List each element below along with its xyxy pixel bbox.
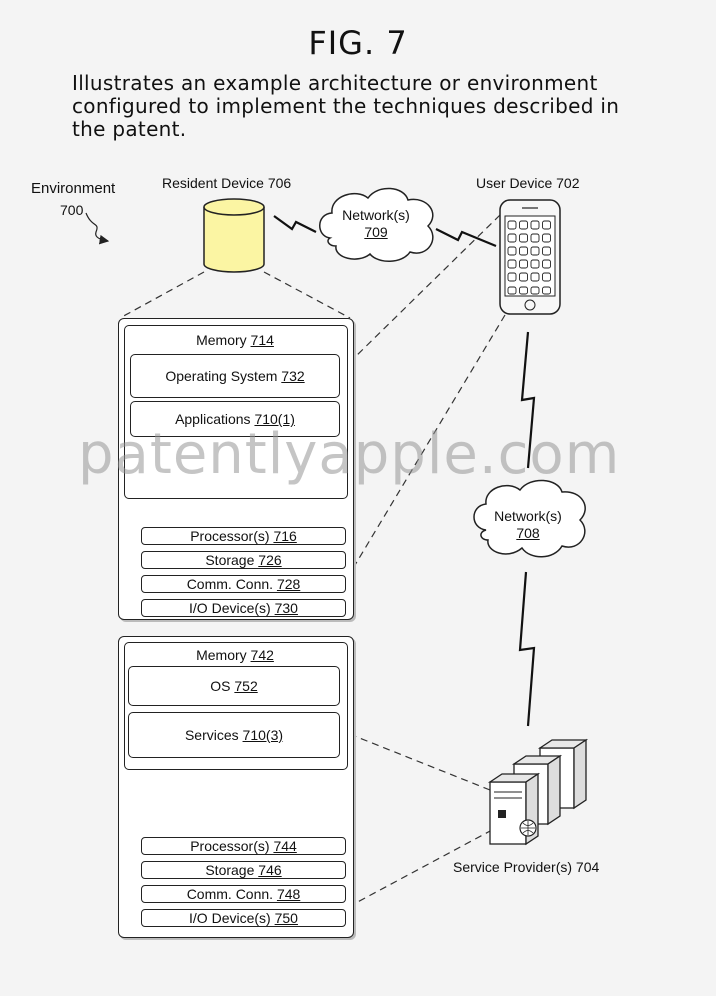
phone-app-icon	[519, 246, 528, 256]
phone-app-icon	[507, 246, 517, 256]
resident-storage-bar: Storage 726	[141, 551, 346, 569]
service-provider-label: Service Provider(s) 704	[453, 859, 600, 875]
environment-label: Environment	[31, 180, 116, 197]
phone-dock-icon	[519, 286, 528, 295]
phone-app-icon	[530, 246, 540, 256]
wireless-link-bolt	[273, 215, 317, 233]
phone-app-icon	[530, 220, 540, 230]
user-device-phone-icon	[499, 199, 561, 315]
phone-app-icon	[507, 272, 517, 282]
phone-app-icon	[507, 220, 517, 230]
provider-processor-bar: Processor(s) 744	[141, 837, 346, 855]
phone-app-icon	[507, 233, 517, 243]
phone-app-icon	[519, 272, 528, 282]
phone-app-icon	[542, 272, 551, 282]
resident-memory-label: Memory 714	[196, 332, 274, 348]
phone-app-icon	[542, 233, 551, 243]
wireless-link-bolt	[518, 571, 536, 727]
phone-app-icon	[542, 259, 551, 269]
phone-dock-icon	[530, 286, 540, 295]
network-cloud-icon	[319, 187, 434, 262]
service-provider-server-icon	[487, 738, 589, 846]
figure-caption: Illustrates an example architecture or e…	[72, 71, 620, 141]
phone-app-icon	[542, 220, 551, 230]
resident-io-bar: I/O Device(s) 730	[141, 599, 346, 617]
phone-app-icon	[530, 233, 540, 243]
resident-device-label: Resident Device 706	[162, 175, 292, 191]
wireless-link-bolt	[520, 331, 536, 469]
environment-pointer	[85, 212, 110, 245]
phone-app-icon	[530, 272, 540, 282]
network-709-label: Network(s) 709	[342, 207, 410, 240]
phone-app-icon	[507, 259, 517, 269]
phone-dock-icon	[507, 286, 517, 295]
user-device-label: User Device 702	[476, 175, 580, 191]
phone-app-icon	[519, 259, 528, 269]
phone-app-icon	[519, 233, 528, 243]
phone-app-icon	[530, 259, 540, 269]
network-cloud-icon	[473, 479, 586, 558]
provider-os-box: OS 752	[128, 666, 340, 706]
provider-storage-bar: Storage 746	[141, 861, 346, 879]
network-708-label: Network(s) 708	[494, 508, 562, 541]
phone-app-icon	[542, 246, 551, 256]
provider-io-bar: I/O Device(s) 750	[141, 909, 346, 927]
resident-processor-bar: Processor(s) 716	[141, 527, 346, 545]
phone-app-grid	[507, 220, 551, 295]
environment-number: 700	[60, 202, 84, 218]
resident-comm-bar: Comm. Conn. 728	[141, 575, 346, 593]
wireless-link-bolt	[435, 228, 497, 248]
provider-memory-label: Memory 742	[196, 647, 274, 663]
resident-device-cylinder-icon	[203, 198, 265, 273]
phone-app-icon	[519, 220, 528, 230]
provider-services-box: Services 710(3)	[128, 712, 340, 758]
resident-os-box: Operating System 732	[130, 354, 340, 398]
phone-dock-icon	[542, 286, 551, 295]
figure-title: FIG. 7	[308, 24, 408, 62]
resident-apps-box: Applications 710(1)	[130, 401, 340, 437]
watermark-text: patentlyapple.com	[78, 422, 621, 487]
provider-comm-bar: Comm. Conn. 748	[141, 885, 346, 903]
